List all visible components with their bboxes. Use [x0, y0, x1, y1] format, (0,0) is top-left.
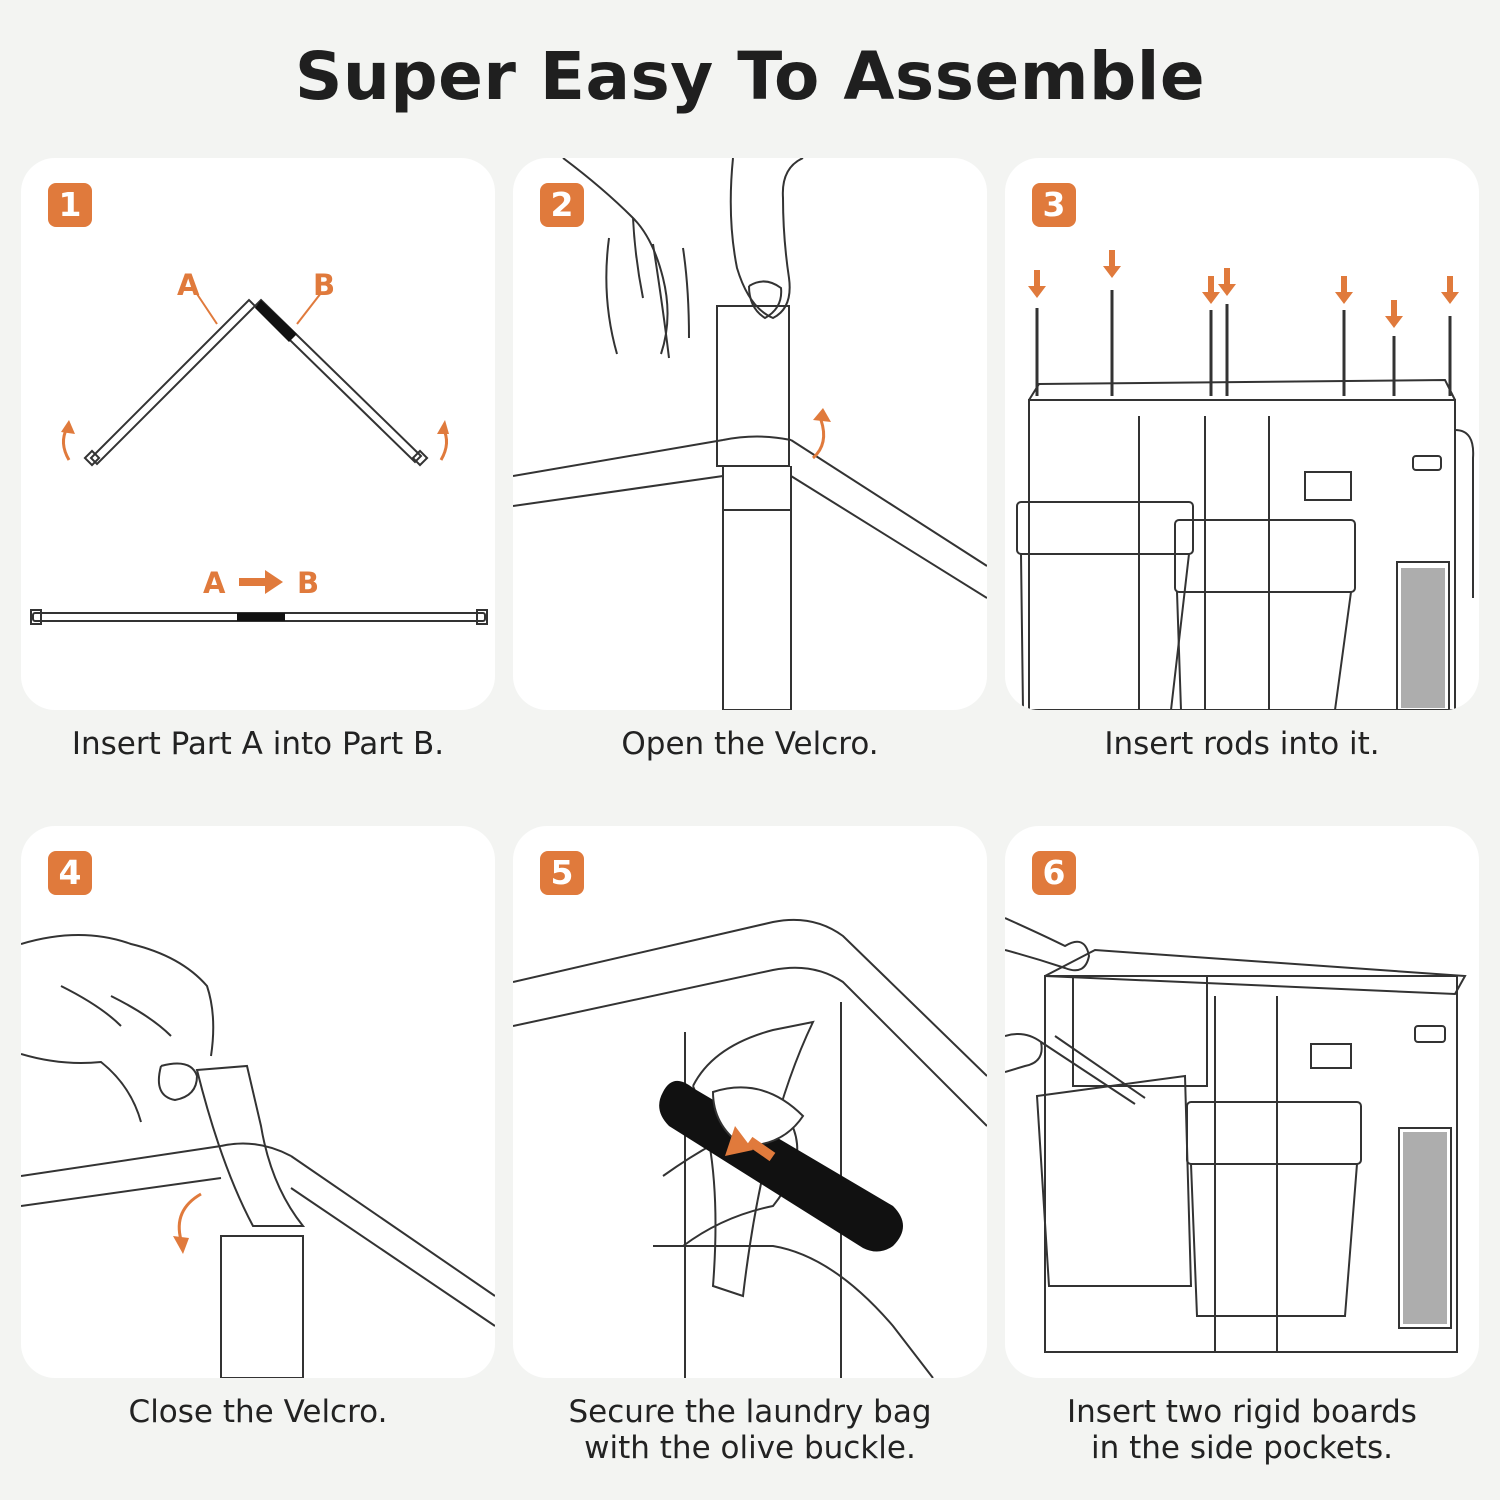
step-6-caption-line-1: Insert two rigid boards: [1067, 1394, 1417, 1430]
close-velcro-illustration: [21, 934, 495, 1378]
step-2-card: 2: [513, 158, 987, 710]
step-5-caption-line-1: Secure the laundry bag: [568, 1394, 932, 1430]
step-1-card: 1 A B A B: [21, 158, 495, 710]
step-5-caption: Secure the laundry bag with the olive bu…: [513, 1394, 987, 1466]
step-6-caption: Insert two rigid boards in the side pock…: [1005, 1394, 1479, 1466]
step-1-badge: 1: [48, 183, 92, 227]
insert-rods-illustration: [1016, 250, 1475, 710]
part-b-label: B: [313, 268, 336, 302]
step-2-caption: Open the Velcro.: [621, 726, 879, 762]
step-6-caption-line-2: in the side pockets.: [1091, 1430, 1393, 1466]
rod-joining-illustration: [30, 287, 488, 625]
secure-buckle-illustration: [513, 918, 987, 1378]
step-5-card: 5: [513, 826, 987, 1378]
step-6-badge: 6: [1032, 851, 1076, 895]
insert-boards-illustration: [1005, 917, 1467, 1353]
step-3-caption: Insert rods into it.: [1104, 726, 1380, 762]
step-4-card: 4: [21, 826, 495, 1378]
open-velcro-illustration: [513, 158, 987, 710]
part-b-label-joined: B: [297, 566, 320, 600]
step-3-card: 3: [1005, 158, 1479, 710]
page-title: Super Easy To Assemble: [294, 38, 1206, 115]
part-a-label-joined: A: [203, 566, 226, 600]
step-5-caption-line-2: with the olive buckle.: [584, 1430, 916, 1466]
step-4-badge: 4: [48, 851, 92, 895]
step-5-badge: 5: [540, 851, 584, 895]
step-6-card: 6: [1005, 826, 1479, 1378]
step-1-caption: Insert Part A into Part B.: [71, 726, 445, 762]
step-2-badge: 2: [540, 183, 584, 227]
step-3-badge: 3: [1032, 183, 1076, 227]
part-a-label: A: [177, 268, 200, 302]
step-4-caption: Close the Velcro.: [128, 1394, 388, 1430]
